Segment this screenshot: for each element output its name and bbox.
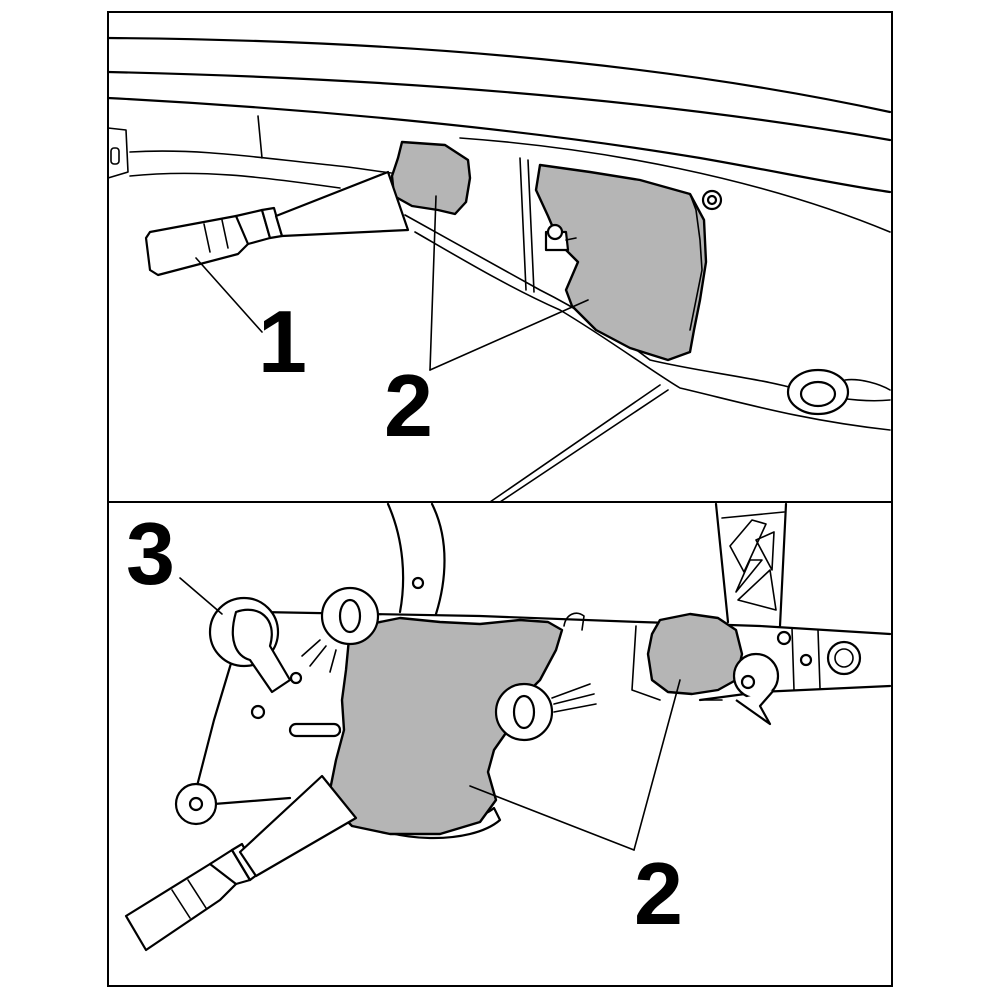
inner-rail-upper [129,150,401,175]
bolt-top [701,189,723,211]
callout-1: 1 [258,292,307,391]
plate-hole-2 [289,671,303,685]
pillar-line [257,115,263,159]
leader-2b [429,299,589,371]
roof-flange-lower [459,137,891,233]
beam-hole-2 [799,653,813,667]
grommet-hole-top-panel [786,368,891,416]
pillar-edge-2 [527,159,535,293]
leader-3 [179,577,223,615]
pillar-edge [519,157,527,291]
leader-2c [469,785,635,851]
leader-1 [195,257,263,333]
body-slot [110,147,120,165]
callout-2-bottom: 2 [634,844,683,943]
access-hole [208,596,292,694]
lower-crease [489,384,661,503]
plate-hole-1 [250,704,266,720]
bottom-panel: 3 2 [107,501,893,987]
bottom-panel-frame [107,501,893,987]
leader-2d [633,679,681,851]
arch-bracket [386,502,446,616]
leader-2a [429,195,437,371]
beam-grommet [826,640,862,676]
plate-slot [288,722,342,738]
roof-flange [106,96,892,194]
stud-bolt [544,223,577,252]
callout-3: 3 [126,504,175,603]
sealant-patch-top-small [390,140,472,216]
spray-nozzle-icon [144,170,410,277]
sealant-patch-bottom-large [328,616,564,836]
lattice-bracket [714,502,788,628]
clip-hole-left [301,586,380,673]
sealant-tab [563,612,585,631]
beam-channel [631,625,723,701]
callout-2-top: 2 [384,356,433,455]
sealant-patch-top-large-edge [689,193,703,331]
seam-line-bottom [414,231,891,431]
beam-hole-1 [776,630,792,646]
body-structure-left [107,127,129,179]
clip-hole-bottom-left [174,782,218,826]
right-fastener [732,652,780,726]
beam-top-edge [258,610,892,636]
top-panel-frame [107,11,893,503]
spray-nozzle-icon-bottom [124,774,358,952]
inner-rail-lower [129,172,341,189]
top-panel: 1 2 [106,11,893,503]
lower-crease-2 [499,389,669,503]
roof-edge-outer [106,36,892,114]
arch-hole [411,576,425,590]
sealant-patch-bottom-small [646,612,744,696]
beam-inner [791,627,821,691]
roof-edge-inner [106,70,892,142]
clip-hole-center [494,682,597,742]
